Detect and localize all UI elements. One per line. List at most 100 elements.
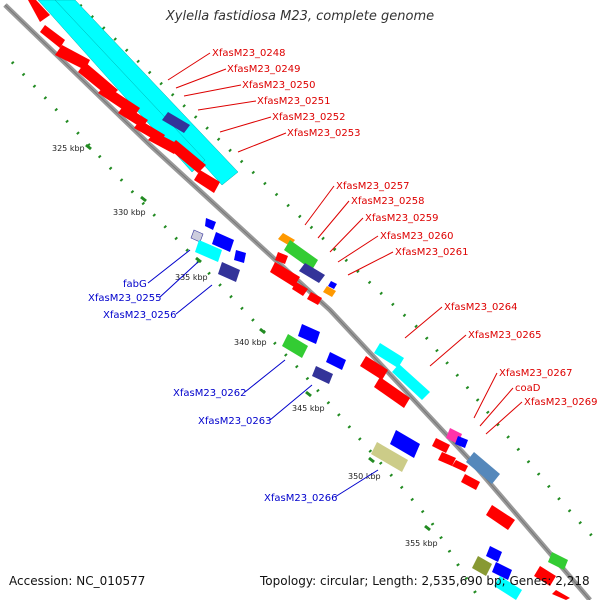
gene-feature-red	[307, 292, 322, 305]
gene-label[interactable]: XfasM23_0267	[499, 368, 573, 379]
label-leader	[159, 261, 199, 298]
gene-feature-red	[194, 170, 220, 193]
gene-cluster-reverse-3	[371, 430, 420, 472]
gene-label[interactable]: XfasM23_0255	[88, 293, 162, 304]
label-leader	[404, 306, 443, 339]
gene-feature-blue	[455, 436, 468, 448]
label-leader	[175, 68, 227, 89]
inner-tick-track	[10, 60, 482, 600]
label-leader	[167, 52, 211, 81]
gene-label[interactable]: XfasM23_0265	[468, 330, 542, 341]
gene-label[interactable]: XfasM23_0250	[242, 80, 316, 91]
gene-label[interactable]: XfasM23_0248	[212, 48, 286, 59]
label-leader	[175, 284, 213, 315]
gene-feature-blue	[212, 232, 234, 252]
scale-tick-label: 345 kbp	[292, 404, 325, 413]
map-title: Xylella fastidiosa M23, complete genome	[165, 9, 435, 24]
gene-label[interactable]: XfasM23_0256	[103, 310, 177, 321]
gene-feature-red	[552, 590, 570, 600]
scale-tick-label: 325 kbp	[52, 144, 85, 153]
gene-feature-green	[282, 334, 308, 358]
gene-feature-red	[461, 474, 480, 490]
gene-feature-khaki	[371, 442, 408, 472]
forward-label-leaders	[167, 52, 523, 435]
gene-cluster-forward-4	[432, 428, 515, 530]
gene-feature-green	[472, 556, 492, 576]
gene-label[interactable]: XfasM23_0261	[395, 247, 469, 258]
scale-tick-mark	[259, 327, 266, 335]
gene-feature-red	[275, 252, 288, 264]
gene-feature-blue	[390, 430, 420, 458]
gene-label[interactable]: XfasM23_0257	[336, 181, 410, 192]
label-leader	[429, 334, 467, 367]
gene-feature-cyan	[37, 0, 206, 173]
label-leader	[269, 384, 313, 421]
gene-feature-navy	[312, 366, 333, 384]
gene-feature-blue	[234, 250, 246, 263]
gene-cluster-reverse-2	[282, 324, 346, 384]
gene-feature-navy	[190, 229, 204, 243]
gene-label[interactable]: XfasM23_0266	[264, 493, 338, 504]
gene-label[interactable]: XfasM23_0258	[351, 196, 425, 207]
gene-feature-red	[452, 460, 468, 472]
gene-feature-steel	[466, 452, 500, 484]
gene-feature-red	[374, 377, 410, 408]
scale-tick-label: 350 kbp	[348, 472, 381, 481]
gene-feature-blue	[486, 546, 502, 562]
gene-label[interactable]: fabG	[123, 279, 147, 290]
gene-cluster-top	[28, 0, 239, 193]
gene-feature-red	[486, 505, 515, 530]
scale-tick-mark	[305, 390, 312, 398]
gene-feature-blue	[328, 281, 337, 289]
gene-cluster-bottom	[472, 546, 570, 600]
accession-text: Accession: NC_010577	[9, 574, 146, 588]
label-leader	[147, 249, 191, 284]
gene-feature-red	[360, 356, 388, 380]
gene-feature-green	[284, 240, 318, 270]
gene-label[interactable]: XfasM23_0252	[272, 112, 346, 123]
gene-label[interactable]: XfasM23_0251	[257, 96, 331, 107]
gene-feature-red	[40, 25, 65, 48]
gene-feature-navy	[299, 263, 325, 283]
label-leader	[237, 132, 287, 153]
gene-feature-blue	[492, 562, 512, 580]
label-leader	[337, 235, 379, 263]
forward-gene-labels: XfasM23_0248 XfasM23_0249 XfasM23_0250 X…	[212, 48, 598, 408]
gene-label[interactable]: XfasM23_0262	[173, 388, 247, 399]
genome-backbone-inner	[4, 4, 591, 600]
reverse-gene-labels: fabG XfasM23_0255 XfasM23_0256 XfasM23_0…	[88, 279, 338, 504]
gene-feature-orange	[323, 286, 336, 297]
gene-label[interactable]: XfasM23_0249	[227, 64, 301, 75]
gene-feature-blue	[298, 324, 320, 344]
gene-label[interactable]: XfasM23_0253	[287, 128, 361, 139]
label-leader	[244, 359, 286, 393]
gene-feature-red	[28, 0, 50, 22]
gene-feature-green	[548, 552, 568, 570]
gene-label[interactable]: XfasM23_0263	[198, 416, 272, 427]
gene-feature-red	[438, 452, 456, 466]
label-leader	[183, 84, 242, 97]
reverse-label-leaders	[147, 249, 379, 498]
scale-ticks	[85, 143, 431, 532]
label-leader	[317, 200, 350, 239]
label-leader	[334, 469, 379, 498]
scale-tick-mark	[424, 524, 431, 532]
gene-cluster-reverse-1	[190, 218, 246, 282]
gene-feature-red	[432, 438, 450, 453]
scale-tick-mark	[195, 256, 202, 264]
gene-feature-cyan	[392, 364, 430, 400]
gene-feature-blue	[326, 352, 346, 370]
label-leader	[479, 387, 514, 427]
gene-label[interactable]: coaD	[515, 383, 541, 394]
gene-label[interactable]: XfasM23_0269	[524, 397, 598, 408]
gene-label[interactable]: XfasM23_0259	[365, 213, 439, 224]
gene-label[interactable]: XfasM23_0264	[444, 302, 518, 313]
gene-feature-cyan	[54, 0, 239, 186]
scale-tick-mark	[85, 143, 92, 151]
gene-feature-red	[270, 262, 300, 287]
gene-label[interactable]: XfasM23_0260	[380, 231, 454, 242]
gene-feature-red	[55, 45, 90, 70]
gene-cluster-forward-2	[270, 233, 337, 305]
